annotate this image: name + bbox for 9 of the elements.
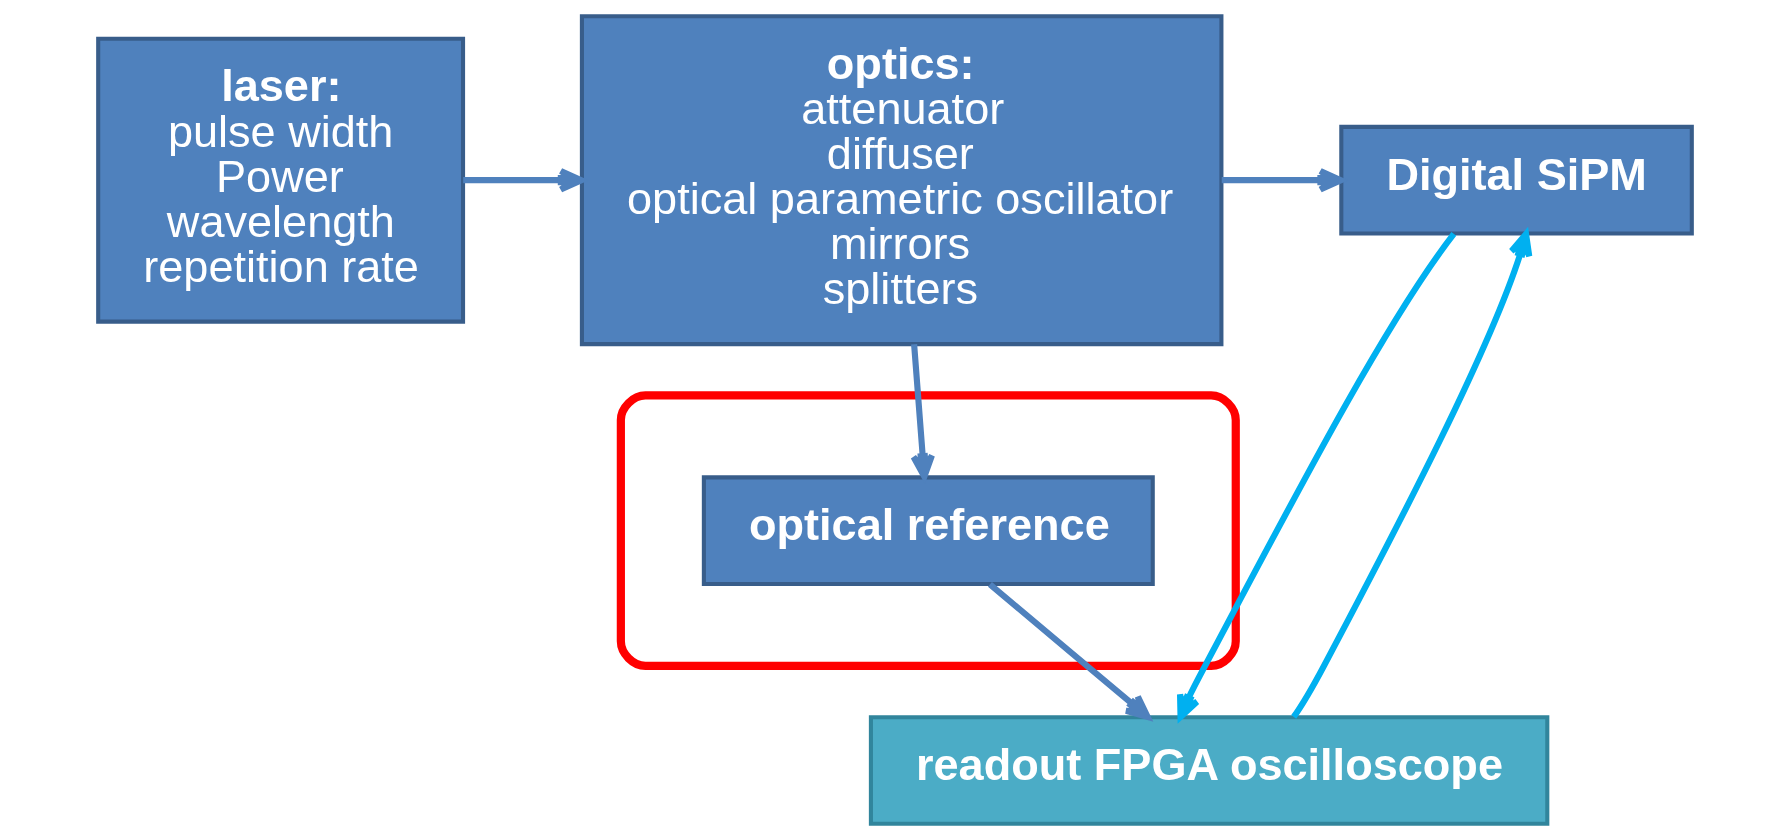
node-box: Digital SiPM (1338, 124, 1694, 236)
arrow (1290, 230, 1532, 719)
node-box: readout FPGA oscilloscope (868, 715, 1549, 826)
node-box: optical reference (701, 475, 1155, 586)
cluster (616, 391, 1240, 671)
arrow (987, 582, 1151, 720)
node-box: laser: pulse width Power wavelength repetition rate (95, 36, 465, 324)
arrow (909, 344, 935, 480)
node-box: optics: attenuator diffuser optical parametric oscillator mirrors splitters (579, 14, 1223, 347)
